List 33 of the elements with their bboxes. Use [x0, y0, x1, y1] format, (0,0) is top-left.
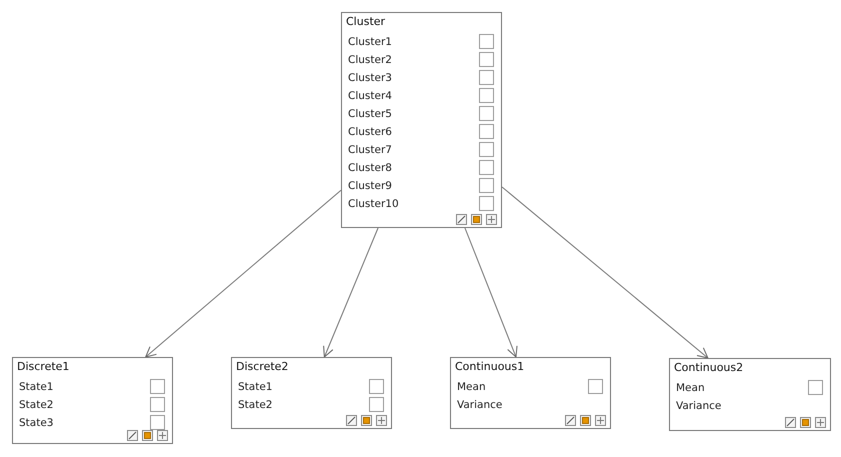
state-label: Cluster4: [348, 89, 392, 103]
state-label: State1: [19, 380, 54, 394]
state-label: Cluster5: [348, 107, 392, 121]
variable-card: [341, 12, 502, 228]
state-label: Mean: [457, 380, 486, 394]
state-label: State2: [19, 398, 54, 412]
state-label: State3: [19, 416, 54, 430]
arrow: [464, 228, 518, 358]
variable-card: [450, 357, 611, 429]
state-label: Cluster8: [348, 161, 392, 175]
variable-card: [12, 357, 173, 444]
state-label: Variance: [676, 399, 722, 413]
arrow: [323, 228, 379, 358]
variable-card: [669, 358, 831, 431]
state-label: Cluster6: [348, 125, 392, 139]
card-title: Continuous1: [455, 360, 524, 373]
state-label: Variance: [457, 398, 502, 412]
arrow: [502, 186, 708, 358]
state-label: Cluster3: [348, 71, 392, 85]
arrow: [145, 190, 342, 358]
card-title: Discrete1: [17, 360, 70, 373]
state-label: Cluster10: [348, 197, 399, 211]
state-label: Cluster7: [348, 143, 392, 157]
card-title: Cluster: [346, 15, 386, 28]
state-label: State2: [238, 398, 272, 412]
state-label: Cluster2: [348, 53, 392, 67]
state-label: State1: [238, 380, 272, 394]
state-label: Cluster9: [348, 179, 392, 193]
state-label: Mean: [676, 381, 705, 395]
variable-card: [231, 357, 392, 429]
card-title: Discrete2: [236, 360, 288, 373]
state-label: Cluster1: [348, 35, 392, 49]
card-title: Continuous2: [674, 361, 744, 374]
